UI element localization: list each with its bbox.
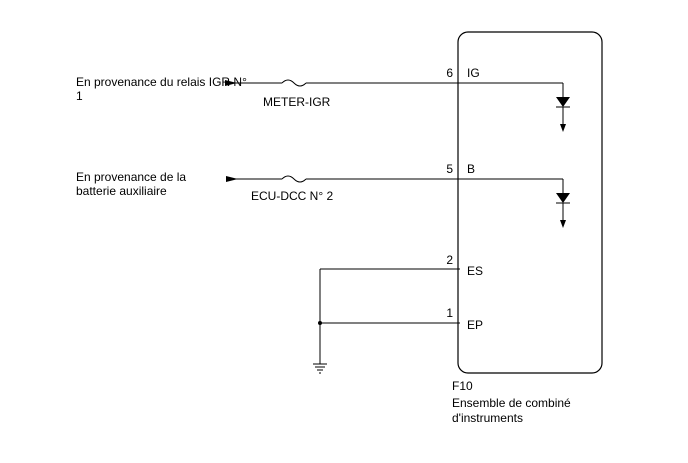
b-diode-icon <box>460 178 570 228</box>
pin-name-ig: IG <box>467 66 480 80</box>
pin-name-es: ES <box>467 264 483 278</box>
pin-name-ep: EP <box>467 318 483 332</box>
b-wire <box>226 175 460 183</box>
instrument-cluster-box <box>457 31 603 374</box>
pin-number-ep: 1 <box>446 306 453 320</box>
meter-igr-fuse-label: METER-IGR <box>263 95 331 109</box>
pin-name-b: B <box>467 162 475 176</box>
igr-source-label-line2: 1 <box>76 89 83 103</box>
igr-source-label-line1: En provenance du relais IGR N° <box>76 75 247 89</box>
component-name-line1: Ensemble de combiné <box>452 396 571 410</box>
meter-igr-fuse-icon <box>281 79 307 87</box>
ground-icon <box>313 363 327 374</box>
pin-number-es: 2 <box>446 253 453 267</box>
ig-wire <box>225 79 460 87</box>
ig-diode-icon <box>460 82 570 132</box>
battery-source-label-line1: En provenance de la <box>76 170 186 184</box>
ig-arrow-icon <box>225 80 237 86</box>
junction-dot <box>318 321 322 325</box>
pin-number-b: 5 <box>446 162 453 176</box>
pin-number-ig: 6 <box>446 66 453 80</box>
component-name-line2: d'instruments <box>452 411 523 425</box>
ecu-dcc-fuse-icon <box>281 175 307 183</box>
component-code: F10 <box>452 379 473 393</box>
b-arrow-icon <box>226 176 238 182</box>
ground-wiring <box>313 268 460 374</box>
ecu-dcc-fuse-label: ECU-DCC N° 2 <box>251 189 333 203</box>
battery-source-label-line2: batterie auxiliaire <box>76 184 167 198</box>
